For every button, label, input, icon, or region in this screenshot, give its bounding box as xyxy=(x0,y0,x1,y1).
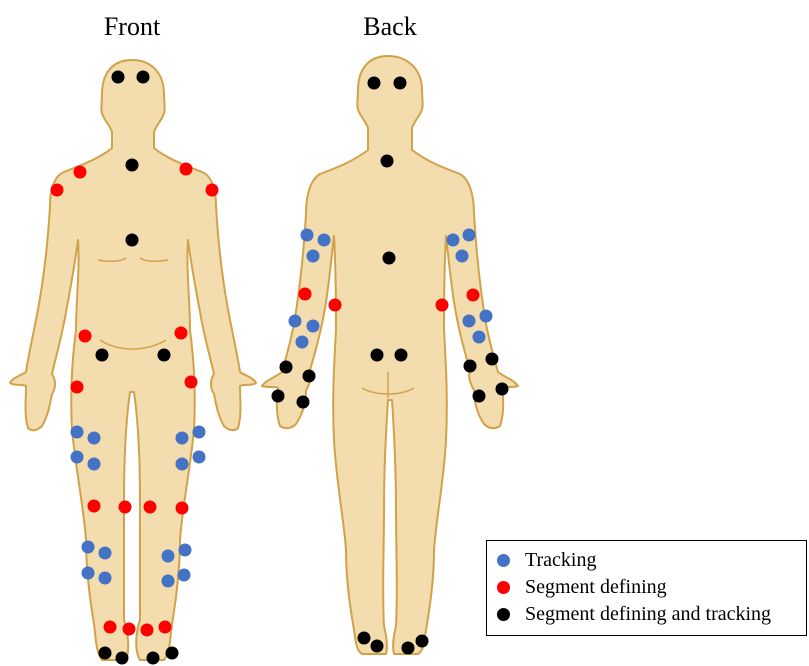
marker-segment-and-tracking xyxy=(126,159,139,172)
marker-segment-defining xyxy=(51,184,64,197)
marker-segment-defining xyxy=(74,166,87,179)
marker-segment-defining xyxy=(176,502,189,515)
marker-segment-and-tracking xyxy=(358,632,371,645)
marker-segment-and-tracking xyxy=(394,77,407,90)
front-title: Front xyxy=(104,12,161,41)
marker-segment-defining xyxy=(180,163,193,176)
marker-segment-and-tracking xyxy=(303,370,316,383)
marker-segment-and-tracking xyxy=(280,361,293,374)
marker-tracking xyxy=(88,458,101,471)
marker-segment-defining xyxy=(329,299,342,312)
marker-segment-and-tracking xyxy=(137,71,150,84)
marker-segment-defining xyxy=(88,500,101,513)
marker-tracking xyxy=(463,229,476,242)
marker-tracking xyxy=(162,550,175,563)
marker-tracking xyxy=(480,310,493,323)
legend: Tracking Segment defining Segment defini… xyxy=(486,540,807,636)
marker-segment-defining xyxy=(123,623,136,636)
marker-tracking xyxy=(179,544,192,557)
marker-segment-and-tracking xyxy=(147,652,160,665)
marker-segment-and-tracking xyxy=(112,71,125,84)
marker-segment-and-tracking xyxy=(464,360,477,373)
marker-segment-and-tracking xyxy=(486,353,499,366)
marker-segment-and-tracking xyxy=(116,652,129,665)
marker-segment-defining xyxy=(206,184,219,197)
legend-label: Segment defining and tracking xyxy=(525,603,771,626)
tracking-dot-icon xyxy=(497,554,510,567)
marker-segment-defining xyxy=(175,327,188,340)
legend-item-segment-defining: Segment defining xyxy=(497,574,667,600)
marker-segment-and-tracking xyxy=(402,642,415,655)
marker-segment-and-tracking xyxy=(126,234,139,247)
back-title: Back xyxy=(363,12,416,41)
marker-segment-and-tracking xyxy=(395,349,408,362)
marker-segment-and-tracking xyxy=(96,349,109,362)
marker-segment-and-tracking xyxy=(381,155,394,168)
marker-tracking xyxy=(296,336,309,349)
marker-tracking xyxy=(176,458,189,471)
marker-tracking xyxy=(82,567,95,580)
marker-segment-defining xyxy=(79,330,92,343)
marker-segment-defining xyxy=(185,376,198,389)
marker-segment-and-tracking xyxy=(371,349,384,362)
marker-segment-and-tracking xyxy=(272,390,285,403)
marker-tracking xyxy=(447,234,460,247)
marker-segment-defining xyxy=(119,501,132,514)
marker-segment-and-tracking xyxy=(158,349,171,362)
marker-segment-and-tracking xyxy=(297,396,310,409)
marker-segment-defining xyxy=(436,299,449,312)
segment-defining-dot-icon xyxy=(497,581,510,594)
marker-segment-and-tracking xyxy=(383,252,396,265)
legend-label: Tracking xyxy=(525,549,596,572)
marker-segment-and-tracking xyxy=(99,647,112,660)
marker-tracking xyxy=(193,426,206,439)
marker-segment-and-tracking xyxy=(166,647,179,660)
back-body xyxy=(262,56,518,654)
segment-and-tracking-dot-icon xyxy=(497,608,510,621)
marker-segment-defining xyxy=(299,288,312,301)
marker-tracking xyxy=(99,572,112,585)
marker-segment-defining xyxy=(144,501,157,514)
marker-segment-and-tracking xyxy=(473,390,486,403)
marker-tracking xyxy=(176,432,189,445)
marker-tracking xyxy=(162,575,175,588)
marker-tracking xyxy=(307,320,320,333)
marker-segment-defining xyxy=(71,381,84,394)
marker-tracking xyxy=(71,426,84,439)
marker-tracking xyxy=(193,451,206,464)
marker-tracking xyxy=(307,250,320,263)
marker-segment-and-tracking xyxy=(496,383,509,396)
marker-tracking xyxy=(301,229,314,242)
marker-tracking xyxy=(99,547,112,560)
marker-tracking xyxy=(71,451,84,464)
marker-tracking xyxy=(178,569,191,582)
marker-segment-defining xyxy=(159,621,172,634)
marker-tracking xyxy=(463,315,476,328)
marker-tracking xyxy=(289,315,302,328)
marker-segment-and-tracking xyxy=(416,635,429,648)
marker-tracking xyxy=(456,250,469,263)
marker-tracking xyxy=(88,432,101,445)
marker-tracking xyxy=(473,331,486,344)
marker-tracking xyxy=(318,234,331,247)
legend-item-segment-defining-and-tracking: Segment defining and tracking xyxy=(497,601,771,627)
marker-segment-defining xyxy=(141,624,154,637)
marker-segment-and-tracking xyxy=(368,77,381,90)
marker-segment-defining xyxy=(467,289,480,302)
marker-segment-and-tracking xyxy=(371,640,384,653)
legend-item-tracking: Tracking xyxy=(497,547,596,573)
front-body xyxy=(10,60,256,660)
marker-segment-defining xyxy=(104,621,117,634)
marker-tracking xyxy=(82,541,95,554)
legend-label: Segment defining xyxy=(525,576,667,599)
